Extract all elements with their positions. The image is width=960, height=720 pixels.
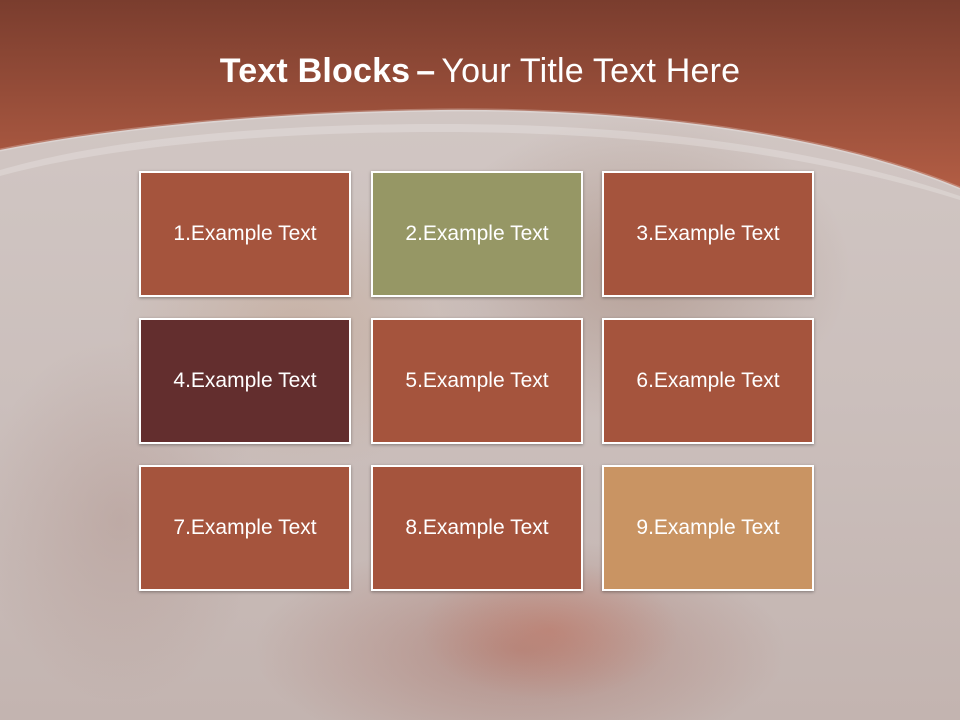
text-block-label: 5.Example Text (405, 369, 549, 392)
text-block-8[interactable]: 8.Example Text (371, 465, 583, 591)
text-block-label: 7.Example Text (173, 516, 317, 539)
text-block-label: 8.Example Text (405, 516, 549, 539)
text-block-4[interactable]: 4.Example Text (139, 318, 351, 444)
slide-title: Text Blocks–Your Title Text Here (0, 52, 960, 91)
text-block-label: 2.Example Text (405, 222, 549, 245)
header-banner (0, 0, 960, 200)
title-dash: – (416, 52, 436, 90)
text-block-7[interactable]: 7.Example Text (139, 465, 351, 591)
text-block-label: 3.Example Text (636, 222, 780, 245)
text-block-2[interactable]: 2.Example Text (371, 171, 583, 297)
text-block-1[interactable]: 1.Example Text (139, 171, 351, 297)
text-block-label: 6.Example Text (636, 369, 780, 392)
text-block-label: 4.Example Text (173, 369, 317, 392)
text-block-label: 1.Example Text (173, 222, 317, 245)
text-block-5[interactable]: 5.Example Text (371, 318, 583, 444)
text-block-9[interactable]: 9.Example Text (602, 465, 814, 591)
title-rest: Your Title Text Here (441, 52, 741, 90)
title-bold: Text Blocks (219, 52, 411, 90)
text-block-3[interactable]: 3.Example Text (602, 171, 814, 297)
text-block-6[interactable]: 6.Example Text (602, 318, 814, 444)
text-block-label: 9.Example Text (636, 516, 780, 539)
